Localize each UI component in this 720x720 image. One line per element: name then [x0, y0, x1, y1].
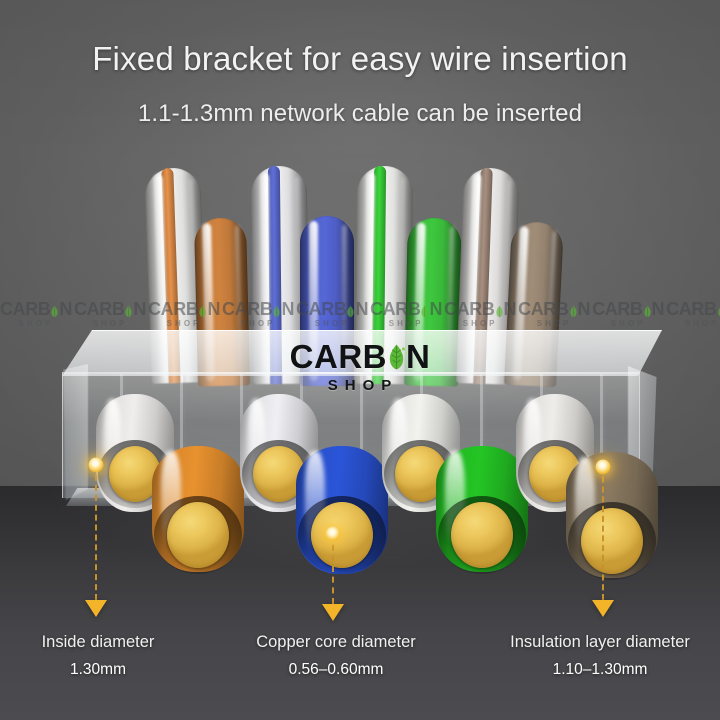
tip-brown [566, 452, 658, 580]
copper-core-face [451, 502, 513, 568]
page-subtitle: 1.1-1.3mm network cable can be inserted [137, 100, 583, 127]
caption-copper-core-diameter: Copper core diameter 0.56–0.60mm [176, 633, 496, 679]
page-title: Fixed bracket for easy wire insertion [92, 40, 628, 77]
bracket-top-face [62, 330, 662, 376]
wire-highlight-2 [342, 224, 347, 378]
tip-blue [296, 446, 388, 574]
caption-title: Insulation layer diameter [510, 633, 690, 651]
caption-insulation-layer-diameter: Insulation layer diameter 1.10–1.30mm [440, 633, 720, 679]
copper-core-face [581, 508, 643, 574]
tip-green [436, 446, 528, 574]
caption-value: 0.56–0.60mm [288, 661, 384, 678]
connector-tips [0, 380, 720, 580]
tip-white-brown [516, 394, 594, 512]
tip-orange [152, 446, 244, 574]
caption-inside-diameter: Inside diameter 1.30mm [0, 633, 258, 679]
caption-title: Inside diameter [41, 633, 155, 651]
caption-title: Copper core diameter [256, 633, 416, 651]
caption-value: 1.10–1.30mm [552, 661, 648, 678]
caption-value: 1.30mm [70, 661, 126, 678]
copper-core-face [167, 502, 229, 568]
wire-highlight [308, 221, 318, 381]
copper-core-face [311, 502, 373, 568]
